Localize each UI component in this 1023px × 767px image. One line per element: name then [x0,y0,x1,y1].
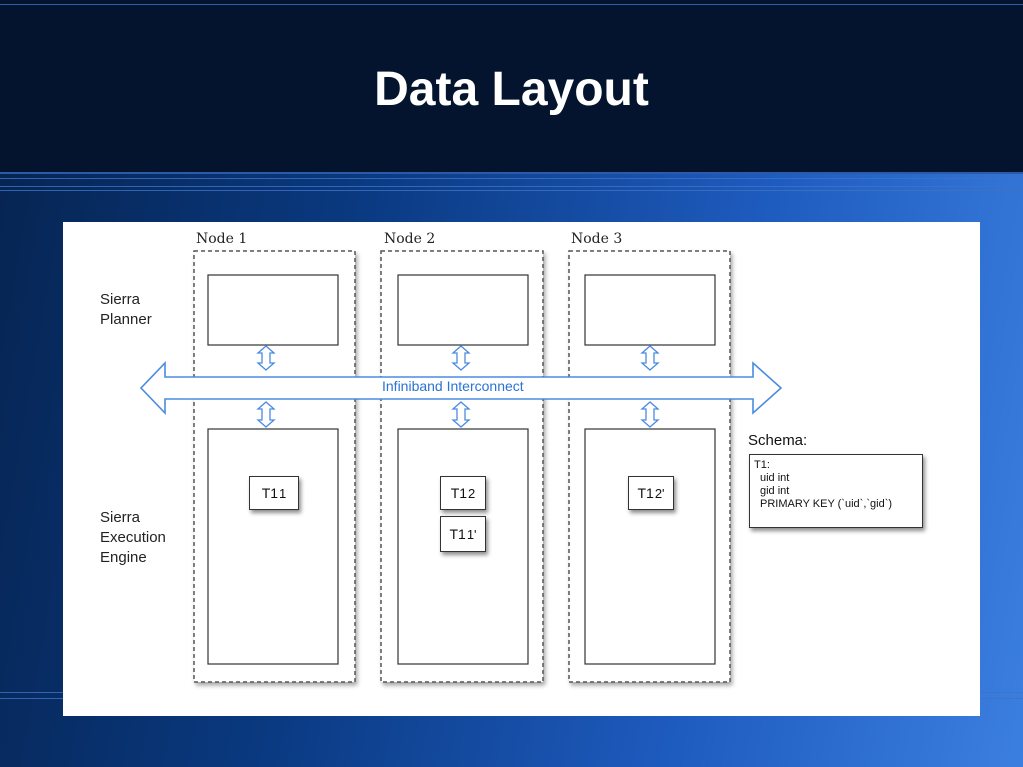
partition-base: T1 [450,485,468,501]
schema-line: PRIMARY KEY (`uid`,`gid`) [760,498,893,510]
schema-title: Schema: [748,432,808,449]
node-container-2 [380,250,544,683]
decorative-line [0,186,1023,187]
partition-sub: 1' [466,526,477,542]
decorative-line [0,190,1023,191]
partition-base: T1 [261,485,279,501]
partition-sub: 1 [279,485,287,501]
schema-line: gid int [760,485,790,497]
decorative-line [0,178,1023,179]
node-container-1 [193,250,356,683]
diagram-panel: Node 1 Node 2 Node 3 Sierra Planner Sier… [63,222,980,716]
node-label-1: Node 1 [196,231,248,247]
partition-base: T1 [637,485,654,501]
partition-sub: 2' [654,485,665,501]
interconnect-arrow [139,361,783,415]
schema-line: uid int [760,472,790,484]
interconnect-label: Infiniband Interconnect [382,378,524,394]
schema-line: T1: [754,459,770,471]
planner-label: Sierra Planner [100,291,152,328]
slide-title: Data Layout [374,63,649,116]
partition-base: T1 [449,526,466,542]
partition-sub: 2 [468,485,476,501]
title-bar: Data Layout [0,0,1023,174]
node-label-2: Node 2 [384,231,436,247]
node-container-3 [568,250,731,683]
node-label-3: Node 3 [571,231,623,247]
execution-engine-label: Sierra Execution Engine [100,509,166,566]
connector-arrows [256,345,660,428]
schema-box: T1: uid int gid int PRIMARY KEY (`uid`,`… [749,454,923,528]
